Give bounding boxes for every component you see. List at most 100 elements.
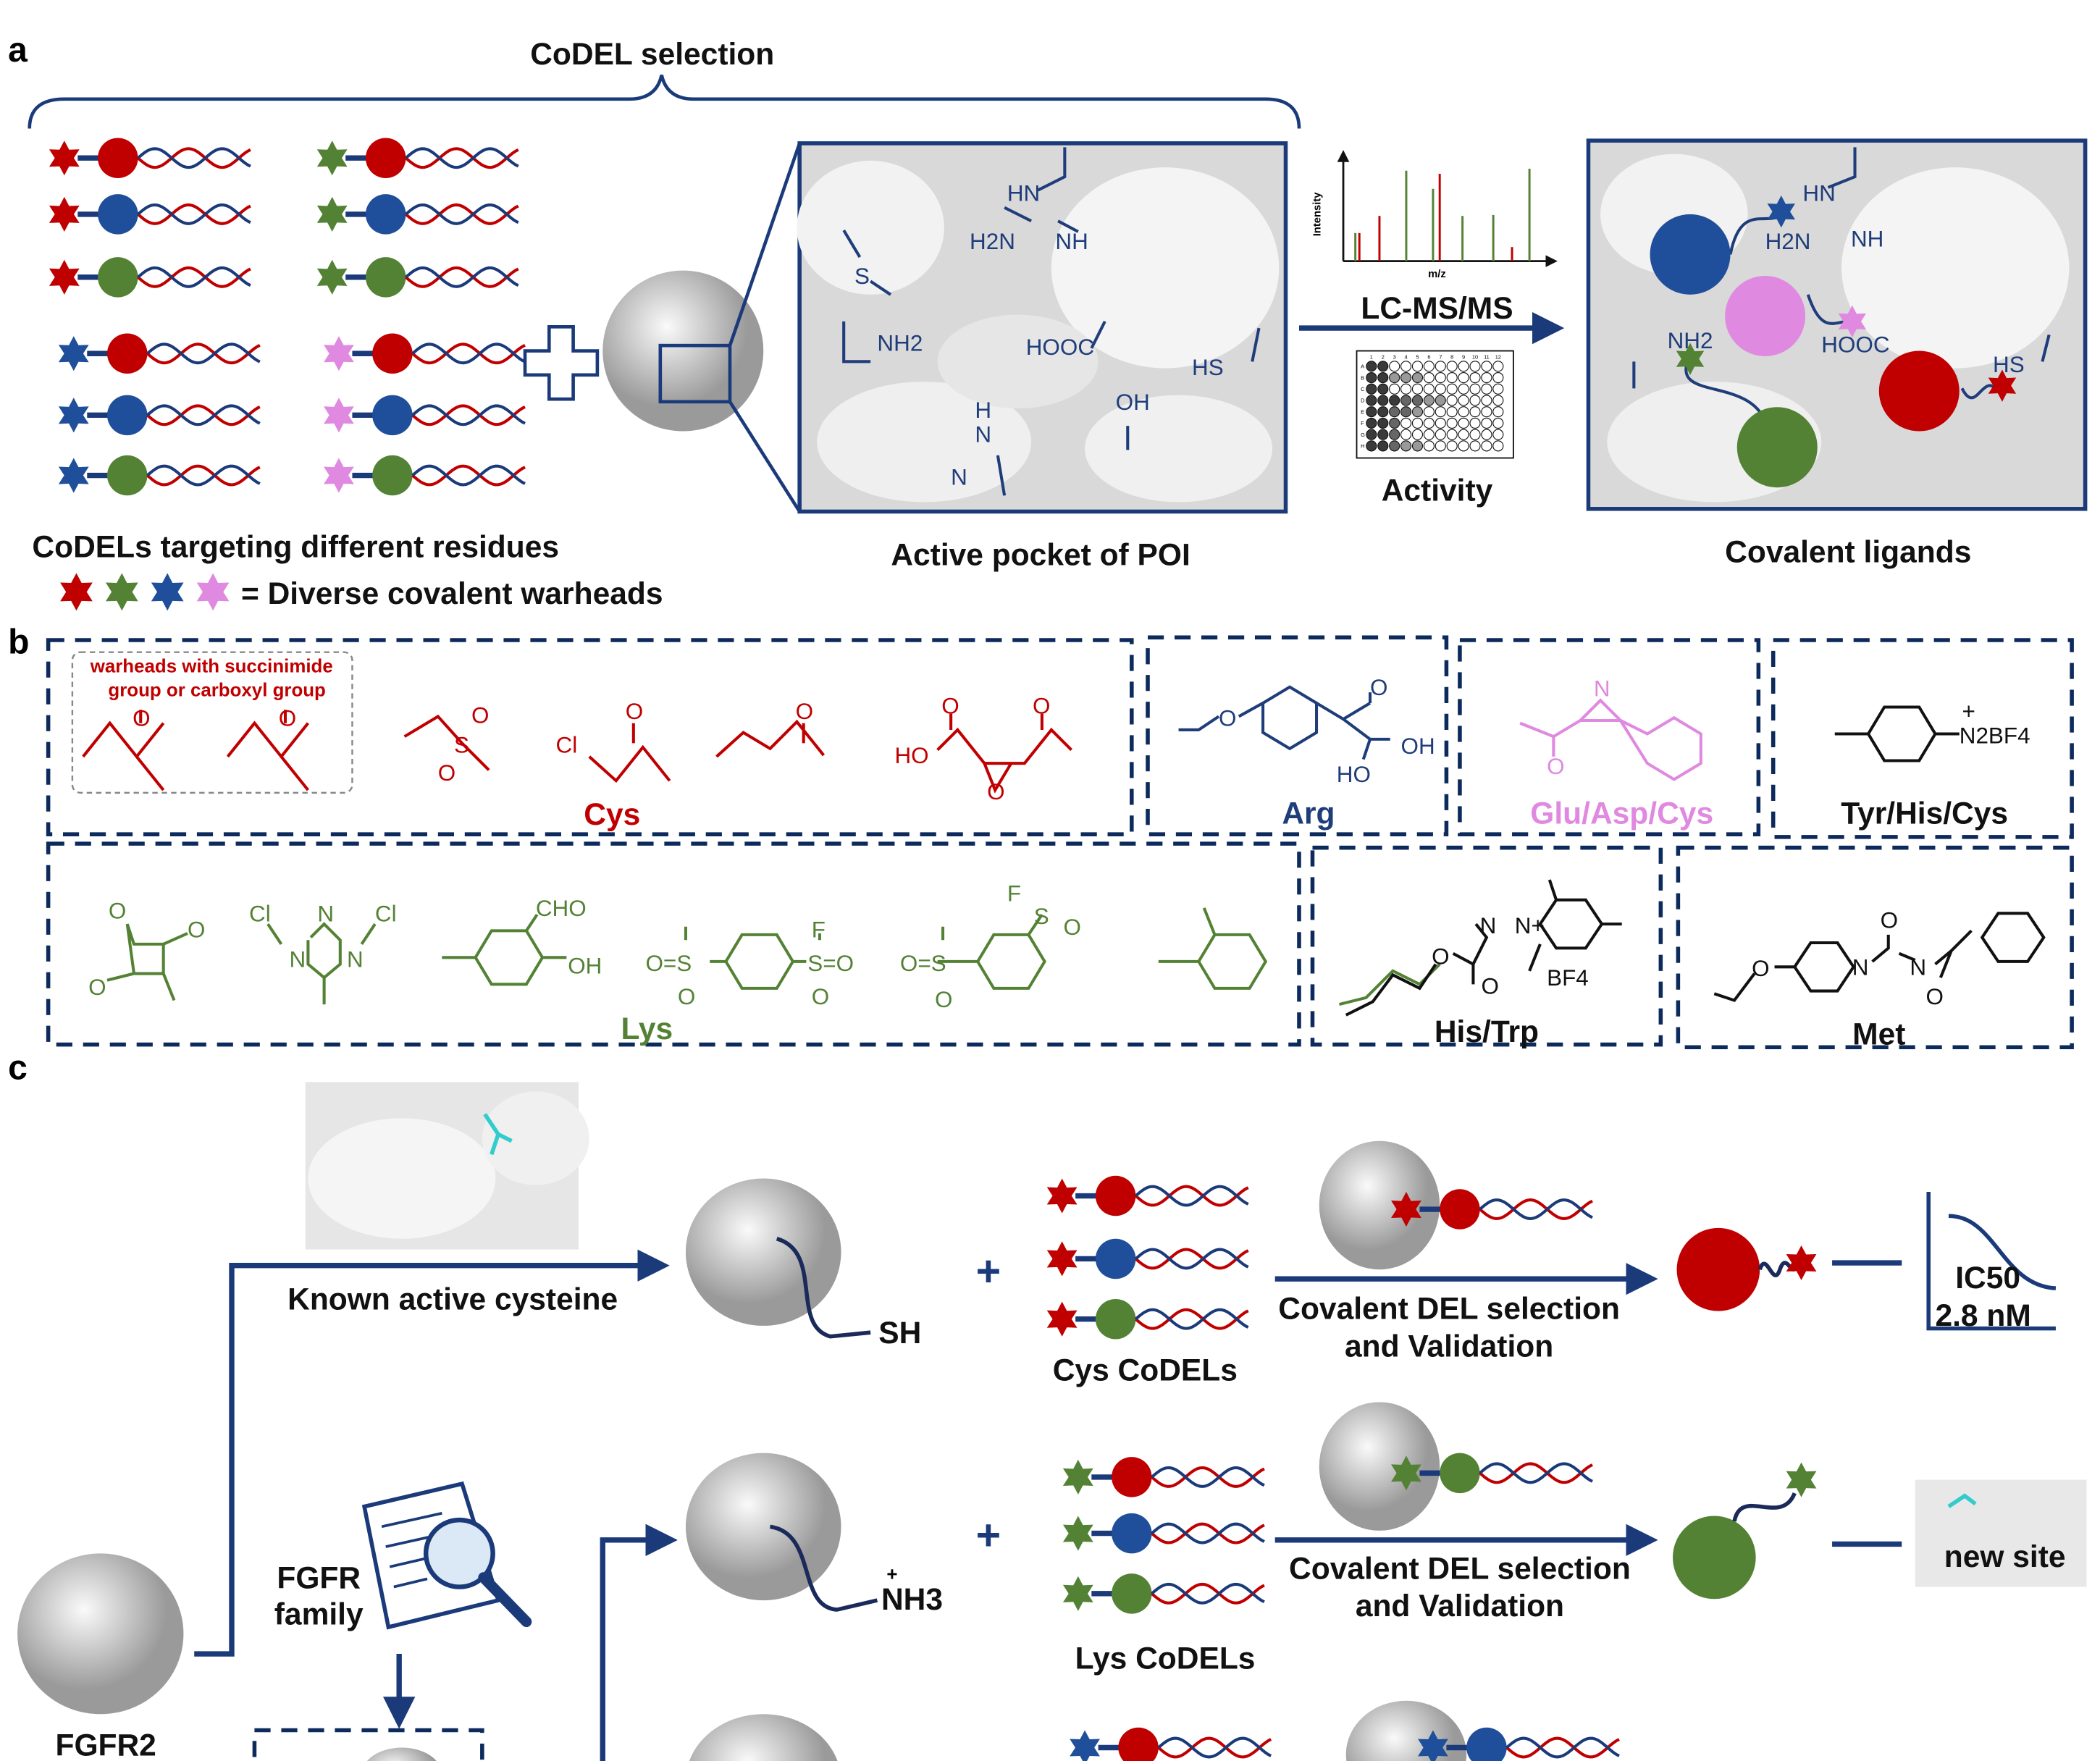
- plate-well: [1435, 361, 1446, 372]
- atom-label: O: [678, 984, 695, 1009]
- lys-codel-library: [1062, 1457, 1265, 1614]
- plate-well: [1389, 440, 1400, 452]
- new-site-label: new site: [1944, 1539, 2066, 1574]
- atom-label: N: [1594, 676, 1610, 702]
- cys-codels-label: Cys CoDELs: [1053, 1353, 1238, 1388]
- atom-label: S=O: [807, 951, 854, 976]
- plate-well: [1377, 440, 1389, 452]
- tyr-warhead: N2BF4 +: [1834, 699, 2030, 762]
- plate-well: [1423, 429, 1435, 440]
- plate-well: [1389, 395, 1400, 406]
- dna-strand: [1135, 1185, 1249, 1207]
- warhead-legend: [60, 573, 230, 611]
- plate-well: [1435, 417, 1446, 429]
- plate-column-label: 3: [1393, 354, 1396, 361]
- plate-well: [1366, 440, 1377, 452]
- building-block-circle: [1095, 1175, 1136, 1216]
- plate-well: [1366, 371, 1377, 384]
- lys-warheads: O O O Cl N Cl N N CHO OH O=S S=O F O O F…: [88, 881, 1441, 1012]
- dna-strand: [1135, 1248, 1249, 1270]
- plate-well: [1400, 371, 1412, 384]
- codel-member: [316, 194, 519, 235]
- warhead-star-icon: [49, 196, 80, 232]
- note-line: warheads with succinimide: [90, 656, 333, 676]
- codel-member: [1391, 1189, 1593, 1230]
- plate-column-label: 8: [1450, 354, 1453, 361]
- atom-label: O: [1219, 705, 1236, 731]
- dna-strand: [146, 404, 261, 426]
- plate-well: [1446, 361, 1458, 372]
- codel-member: [1391, 1453, 1593, 1494]
- ic50-curve: [1926, 1191, 2057, 1331]
- plate-well: [1458, 361, 1469, 372]
- plate-well: [1492, 406, 1504, 418]
- plate-well: [1446, 371, 1458, 384]
- plate-well: [1423, 371, 1435, 384]
- plate-well: [1435, 395, 1446, 406]
- codel-member: [58, 455, 261, 496]
- plate-well: [1481, 361, 1492, 372]
- ic50-label: IC50: [1955, 1261, 2020, 1295]
- plate-well: [1423, 417, 1435, 429]
- plate-well: [1446, 383, 1458, 395]
- plate-well: [1469, 395, 1481, 406]
- warhead-star-icon: [196, 573, 230, 611]
- residue-label: HN: [1802, 180, 1835, 206]
- plate-well: [1377, 417, 1389, 429]
- building-block-circle: [107, 395, 148, 436]
- warhead-star-icon: [1767, 196, 1796, 228]
- warhead-star-icon: [1786, 1245, 1817, 1281]
- cysteine-site-surface: [305, 1082, 589, 1250]
- building-block-circle: [1440, 1189, 1480, 1230]
- residue-label: OH: [1116, 390, 1150, 415]
- atom-label: HO: [894, 743, 928, 768]
- plate-well: [1400, 417, 1412, 429]
- codel-library: [49, 138, 526, 496]
- warhead-star-icon: [1046, 1301, 1078, 1337]
- plate-well: [1492, 429, 1504, 440]
- plate-well: [1400, 395, 1412, 406]
- atom-label: N: [347, 946, 364, 972]
- warhead-star-icon: [49, 140, 80, 176]
- dna-strand: [405, 203, 519, 225]
- warhead-star-icon: [105, 573, 138, 611]
- plate-well: [1481, 395, 1492, 406]
- plate-row-label: H: [1361, 443, 1364, 450]
- plate-well: [1377, 429, 1389, 440]
- plate-well: [1469, 371, 1481, 384]
- atom-label: Cl: [249, 901, 271, 926]
- codel-member: [58, 333, 261, 374]
- flow-arrow: [600, 1523, 678, 1761]
- arg-warhead: O O OH HO: [1178, 675, 1435, 787]
- plate-well: [1377, 395, 1389, 406]
- plate-well: [1492, 440, 1504, 452]
- dna-strand: [137, 147, 251, 169]
- fgfr-family-label: FGFR: [277, 1560, 361, 1595]
- building-block-circle: [1095, 1238, 1136, 1279]
- plate-well: [1366, 395, 1377, 406]
- residue-label: H2N: [1765, 229, 1811, 254]
- plate-well: [1492, 361, 1504, 372]
- dna-strand: [411, 342, 526, 365]
- plate-well: [1435, 406, 1446, 418]
- his-trp-warhead: O O N N+ BF4: [1345, 879, 1622, 1017]
- atom-label: O: [279, 705, 296, 731]
- codel-member: [1046, 1238, 1249, 1279]
- codel-member: [1062, 1573, 1265, 1614]
- plate-row-label: B: [1361, 374, 1364, 381]
- known-cysteine-label: Known active cysteine: [287, 1282, 618, 1317]
- plate-well: [1366, 361, 1377, 372]
- dna-strand: [1151, 1466, 1265, 1488]
- ammonium-label: NH3: [881, 1582, 943, 1617]
- pocket-caption: Active pocket of POI: [891, 537, 1190, 572]
- atom-label: CHO: [536, 896, 587, 921]
- atom-label: O: [812, 984, 829, 1009]
- dna-strand: [411, 464, 526, 487]
- plate-well: [1446, 417, 1458, 429]
- plate-column-label: 7: [1439, 354, 1442, 361]
- plate-column-label: 2: [1382, 354, 1385, 361]
- warhead-star-icon: [151, 573, 184, 611]
- building-block-circle: [1440, 1453, 1480, 1494]
- plate-well: [1377, 406, 1389, 418]
